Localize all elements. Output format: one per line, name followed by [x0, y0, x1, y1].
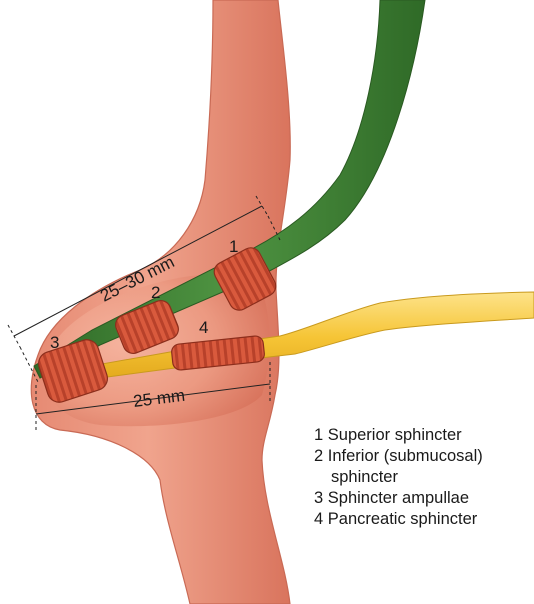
label-2: 2	[151, 283, 160, 302]
label-1: 1	[229, 237, 238, 256]
label-4: 4	[199, 318, 208, 337]
label-3: 3	[50, 333, 59, 352]
legend-item-2: 2 Inferior (submucosal)	[314, 446, 483, 467]
legend: 1 Superior sphincter 2 Inferior (submuco…	[314, 425, 483, 530]
legend-item-4: 4 Pancreatic sphincter	[314, 509, 483, 530]
legend-item-1: 1 Superior sphincter	[314, 425, 483, 446]
legend-item-3: 3 Sphincter ampullae	[314, 488, 483, 509]
legend-item-2-cont: sphincter	[314, 467, 483, 488]
